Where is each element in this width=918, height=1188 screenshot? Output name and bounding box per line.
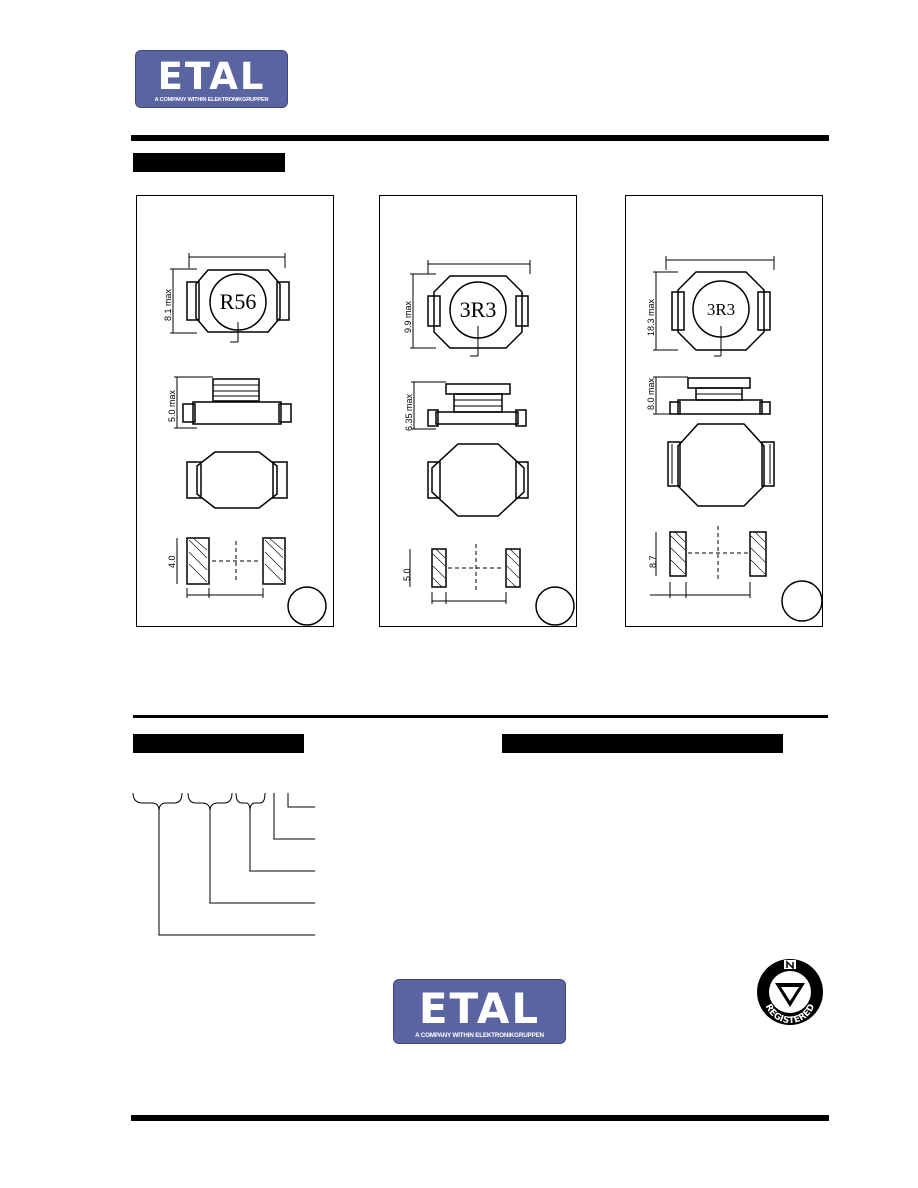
thickness-dimension: 6.35 max [404,393,414,431]
inductor-drawing-panel: 3R3 18.3 max 8.0 max 8.7 [625,195,823,627]
thickness-dimension: 8.0 max [646,377,656,410]
thickness-dimension: 5.0 max [167,389,177,422]
logo-tagline: A COMPANY WITHIN ELEKTRONIKGRUPPEN [415,1032,544,1039]
inductor-drawing: R56 8.1 max 5.0 max 4.0 [163,253,327,626]
pad-dimension: 5.0 [402,568,412,581]
logo-tagline: A COMPANY WITHIN ELEKTRONIKGRUPPEN [154,97,269,103]
inductor-marking: 3R3 [707,300,735,319]
logo-wordmark: ETAL [418,984,541,1033]
specification-heading-bar [502,734,783,753]
inductor-drawing-panel: 3R3 9.9 max 6.35 max 5.0 [379,195,577,627]
ordering-heading-bar [133,734,304,753]
inductor-drawing-panel: R56 8.1 max 5.0 max 4.0 [136,195,334,627]
logo-wordmark: ETAL [157,55,266,98]
part-code-diagram [132,792,315,936]
middle-rule [133,715,828,718]
top-rule [131,135,829,141]
inductor-drawing: 3R3 9.9 max 6.35 max 5.0 [402,260,575,626]
section-heading-bar [133,153,285,172]
bsi-registered-mark: REGISTERED [757,959,823,1026]
height-dimension: 9.9 max [403,300,413,333]
inductor-drawing: 3R3 18.3 max 8.0 max 8.7 [646,256,823,622]
etal-logo-footer: ETAL A COMPANY WITHIN ELEKTRONIKGRUPPEN [393,979,566,1044]
height-dimension: 8.1 max [163,288,173,321]
pad-dimension: 4.0 [167,555,177,568]
inductor-marking: 3R3 [460,297,497,322]
height-dimension: 18.3 max [646,298,656,336]
etal-logo: ETAL A COMPANY WITHIN ELEKTRONIKGRUPPEN [135,50,288,108]
pad-dimension: 8.7 [648,555,658,568]
bottom-rule [131,1115,829,1121]
inductor-marking: R56 [220,289,257,314]
